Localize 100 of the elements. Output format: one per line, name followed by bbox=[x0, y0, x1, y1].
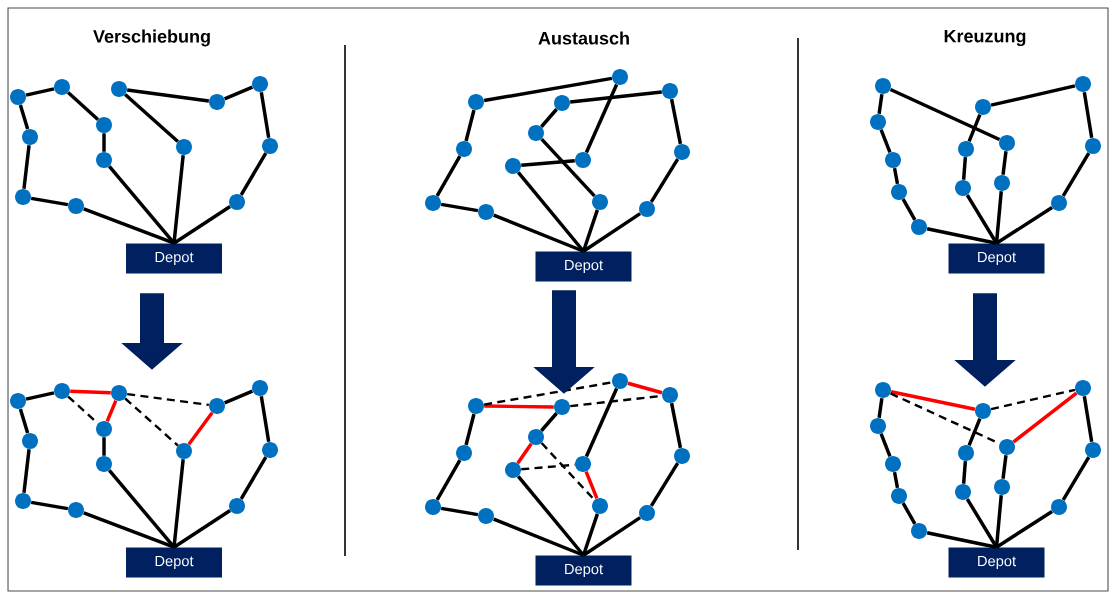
route-line bbox=[901, 502, 917, 525]
stop-dot bbox=[15, 493, 31, 509]
route-line bbox=[1001, 151, 1008, 175]
stop-dot bbox=[911, 219, 927, 235]
route-line bbox=[892, 471, 900, 489]
stop-dot bbox=[22, 433, 38, 449]
stop-dot bbox=[456, 445, 472, 461]
route-line bbox=[25, 87, 55, 97]
stop-dot bbox=[870, 418, 886, 434]
route-line bbox=[961, 157, 968, 180]
removed-route-line bbox=[540, 442, 596, 501]
stop-dot bbox=[975, 403, 991, 419]
route-line bbox=[965, 194, 998, 245]
route-line bbox=[18, 408, 30, 434]
route-line bbox=[1012, 391, 1078, 444]
route-line bbox=[70, 389, 111, 395]
route-line bbox=[967, 418, 982, 446]
route-line bbox=[879, 433, 892, 457]
removed-route-line bbox=[124, 397, 179, 447]
stop-dot bbox=[958, 445, 974, 461]
route-line bbox=[83, 207, 175, 245]
route-line bbox=[223, 85, 254, 101]
stop-dot bbox=[96, 117, 112, 133]
stop-dot bbox=[176, 139, 192, 155]
route-line bbox=[102, 133, 106, 152]
stop-dot bbox=[528, 429, 544, 445]
route-line bbox=[995, 206, 1053, 245]
stop-dot bbox=[68, 198, 84, 214]
route-line bbox=[30, 196, 69, 207]
route-line bbox=[540, 137, 596, 198]
stop-dot bbox=[911, 523, 927, 539]
stop-dot bbox=[958, 141, 974, 157]
route-line bbox=[1001, 455, 1008, 479]
stop-dot bbox=[1085, 442, 1101, 458]
route-line bbox=[172, 459, 185, 548]
depot-box: Depot bbox=[948, 547, 1045, 578]
stop-dot bbox=[425, 499, 441, 515]
route-line bbox=[540, 108, 558, 128]
stop-dot bbox=[54, 383, 70, 399]
stop-dot bbox=[15, 189, 31, 205]
stop-dot bbox=[999, 439, 1015, 455]
stop-dot bbox=[10, 393, 26, 409]
stop-dot bbox=[554, 399, 570, 415]
route-line bbox=[25, 391, 55, 401]
stop-dot bbox=[229, 498, 245, 514]
stop-dot bbox=[639, 201, 655, 217]
route-line bbox=[173, 205, 232, 245]
route-line bbox=[1082, 395, 1094, 443]
stop-dot bbox=[468, 94, 484, 110]
route-line bbox=[83, 511, 175, 549]
stop-dot bbox=[639, 505, 655, 521]
route-line bbox=[124, 93, 179, 143]
route-line bbox=[435, 155, 462, 197]
route-line bbox=[30, 500, 69, 511]
depot-box: Depot bbox=[535, 251, 632, 282]
stop-dot bbox=[96, 152, 112, 168]
route-line bbox=[582, 212, 642, 253]
route-line bbox=[187, 411, 214, 446]
route-line bbox=[669, 98, 683, 145]
stop-dot bbox=[478, 508, 494, 524]
panel-title: Austausch bbox=[538, 31, 629, 45]
route-line bbox=[926, 531, 997, 549]
depot-box: Depot bbox=[948, 243, 1045, 274]
route-line bbox=[493, 517, 585, 557]
route-line bbox=[990, 84, 1076, 107]
removed-route-line bbox=[483, 381, 613, 406]
route-line bbox=[259, 91, 271, 139]
route-line bbox=[627, 381, 663, 395]
stop-dot bbox=[96, 456, 112, 472]
route-line bbox=[259, 395, 271, 443]
route-line bbox=[22, 145, 31, 189]
stop-dot bbox=[456, 141, 472, 157]
stop-dot bbox=[111, 385, 127, 401]
route-line bbox=[582, 516, 642, 557]
stop-dot bbox=[54, 79, 70, 95]
route-line bbox=[1082, 91, 1094, 139]
route-line bbox=[223, 389, 254, 405]
route-line bbox=[581, 209, 600, 252]
route-line bbox=[102, 437, 106, 456]
stop-dot bbox=[1051, 499, 1067, 515]
stop-dot bbox=[22, 129, 38, 145]
stop-dot bbox=[994, 479, 1010, 495]
stop-dot bbox=[1075, 380, 1091, 396]
route-line bbox=[440, 506, 479, 517]
route-line bbox=[995, 510, 1053, 549]
route-line bbox=[877, 93, 884, 115]
stop-dot bbox=[575, 152, 591, 168]
route-line bbox=[890, 390, 976, 411]
stop-dot bbox=[252, 76, 268, 92]
route-line bbox=[889, 87, 1001, 142]
depot-box: Depot bbox=[535, 555, 632, 586]
stop-dot bbox=[891, 488, 907, 504]
removed-route-line bbox=[990, 388, 1076, 411]
route-line bbox=[516, 475, 585, 557]
stop-dot bbox=[229, 194, 245, 210]
stop-dot bbox=[592, 498, 608, 514]
panel-title: Verschiebung bbox=[93, 29, 210, 47]
route-line bbox=[584, 387, 619, 458]
stop-dot bbox=[111, 81, 127, 97]
route-line bbox=[1061, 152, 1091, 197]
